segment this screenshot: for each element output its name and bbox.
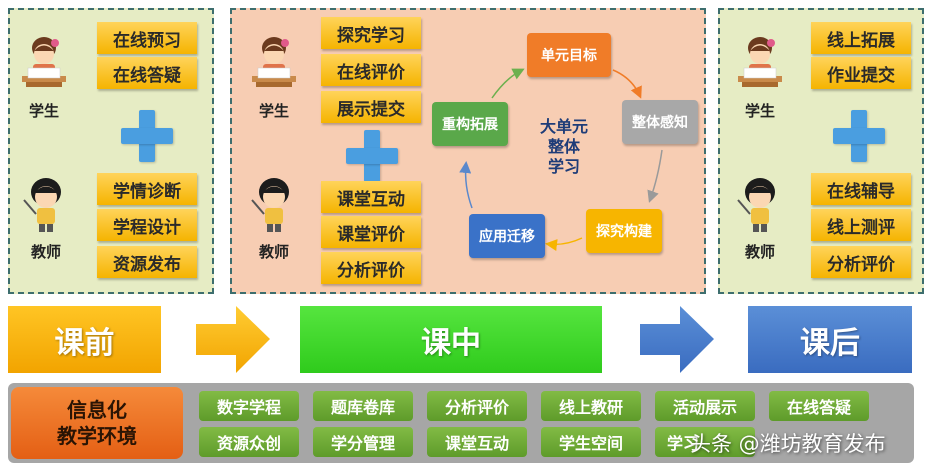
environment-title-line: 教学环境	[57, 424, 137, 448]
cycle-step-rebuild[interactable]: 重构拓展	[432, 102, 508, 146]
pre-student-task[interactable]: 在线预习	[97, 22, 197, 54]
env-item[interactable]: 活动展示	[655, 391, 755, 421]
teacher-avatar-icon	[737, 178, 775, 232]
cycle-center-line: 整体	[547, 137, 580, 156]
cycle-arrow	[545, 237, 583, 252]
env-item[interactable]: 学习	[655, 427, 755, 457]
env-item[interactable]: 题库卷库	[313, 391, 413, 421]
cycle-step-unit-goal[interactable]: 单元目标	[527, 33, 611, 77]
right-arrow-icon	[640, 306, 714, 373]
teacher-avatar-icon	[23, 178, 61, 232]
pre-teacher-task[interactable]: 学情诊断	[97, 173, 197, 205]
env-item[interactable]: 数字学程	[199, 391, 299, 421]
pre-student-task[interactable]: 在线答疑	[97, 57, 197, 89]
pre-teacher-task[interactable]: 学程设计	[97, 209, 197, 241]
plus-icon	[833, 110, 885, 162]
mid-student-task[interactable]: 展示提交	[321, 91, 421, 123]
cycle-step-apply[interactable]: 应用迁移	[469, 214, 545, 258]
env-item[interactable]: 分析评价	[427, 391, 527, 421]
post-teacher-task[interactable]: 在线辅导	[811, 173, 911, 205]
cycle-step-perception[interactable]: 整体感知	[622, 100, 698, 144]
env-item[interactable]: 资源众创	[199, 427, 299, 457]
pre-student-label: 学生	[28, 102, 59, 120]
env-item[interactable]: 学生空间	[541, 427, 641, 457]
cycle-arrow	[647, 149, 663, 203]
mid-teacher-label: 教师	[258, 243, 289, 261]
stage-post-class[interactable]: 课后	[748, 306, 912, 373]
pre-teacher-label: 教师	[30, 243, 61, 261]
mid-teacher-task[interactable]: 分析评价	[321, 252, 421, 284]
mid-teacher-task[interactable]: 课堂评价	[321, 216, 421, 248]
right-arrow-icon	[196, 306, 270, 373]
stage-pre-class[interactable]: 课前	[8, 306, 161, 373]
post-student-task[interactable]: 作业提交	[811, 57, 911, 89]
post-teacher-label: 教师	[744, 243, 775, 261]
plus-icon	[346, 130, 398, 182]
mid-teacher-task[interactable]: 课堂互动	[321, 181, 421, 213]
pre-teacher-task[interactable]: 资源发布	[97, 246, 197, 278]
watermark: 头条 @潍坊教育发布	[690, 432, 886, 456]
stage-in-class[interactable]: 课中	[300, 306, 602, 373]
env-item[interactable]: 在线答疑	[769, 391, 869, 421]
env-item[interactable]: 学分管理	[313, 427, 413, 457]
environment-title-line: 信息化	[67, 398, 127, 422]
mid-student-task[interactable]: 探究学习	[321, 17, 421, 49]
cycle-arrows	[459, 68, 663, 252]
student-avatar-icon	[738, 37, 782, 87]
teacher-avatar-icon	[251, 178, 289, 232]
cycle-arrow	[491, 68, 525, 99]
mid-student-label: 学生	[258, 102, 289, 120]
post-teacher-task[interactable]: 分析评价	[811, 246, 911, 278]
post-student-task[interactable]: 线上拓展	[811, 22, 911, 54]
env-item[interactable]: 线上教研	[541, 391, 641, 421]
post-teacher-task[interactable]: 线上测评	[811, 209, 911, 241]
cycle-center-label: 大单元 整体 学习	[520, 117, 608, 177]
cycle-step-construct[interactable]: 探究构建	[586, 209, 662, 253]
post-student-label: 学生	[744, 102, 775, 120]
cycle-center-line: 学习	[547, 157, 580, 176]
student-avatar-icon	[22, 37, 66, 87]
cycle-arrow	[612, 69, 642, 99]
cycle-arrow	[459, 161, 473, 209]
environment-title: 信息化 教学环境	[11, 387, 183, 459]
plus-icon	[121, 110, 173, 162]
env-item[interactable]: 课堂互动	[427, 427, 527, 457]
mid-student-task[interactable]: 在线评价	[321, 54, 421, 86]
student-avatar-icon	[252, 37, 296, 87]
cycle-center-line: 大单元	[539, 117, 588, 136]
